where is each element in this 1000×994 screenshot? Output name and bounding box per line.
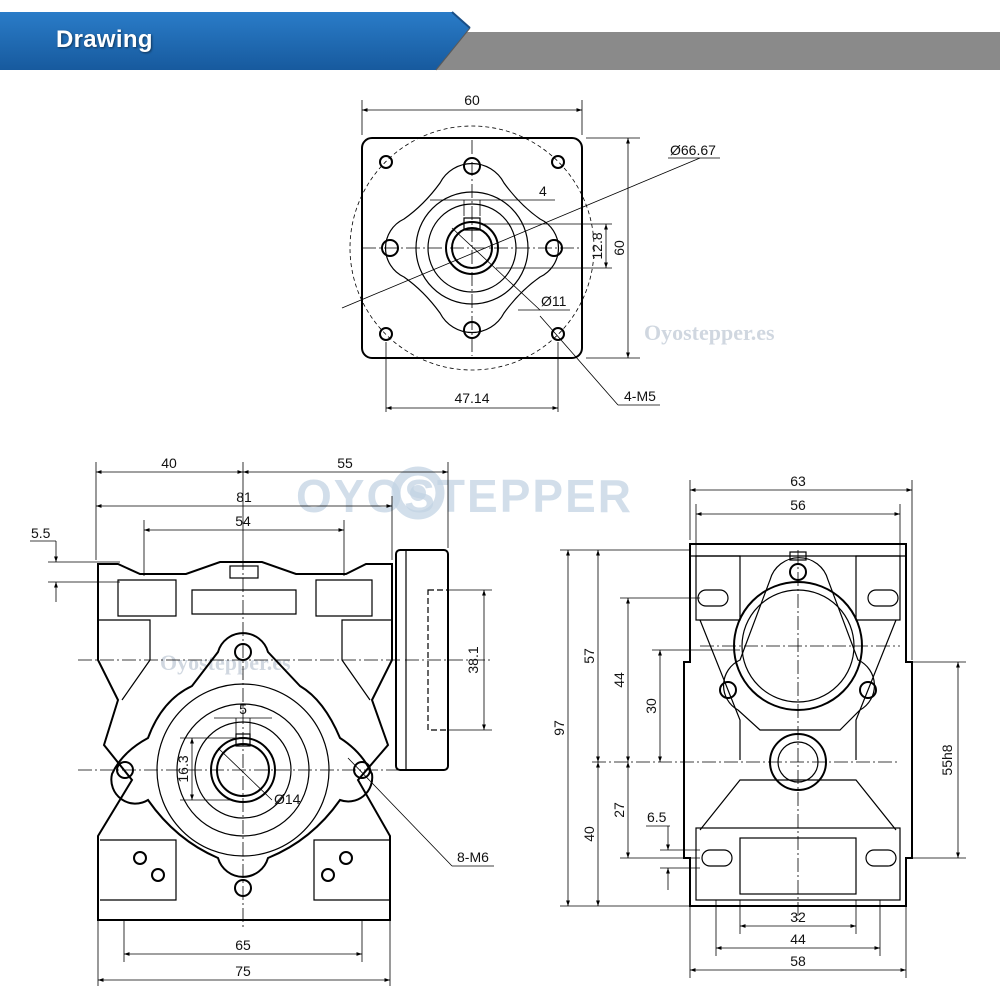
dimension-label: 16.3 [175, 755, 191, 782]
page-title: Drawing [56, 26, 153, 53]
dimension-label: 60 [464, 92, 480, 108]
dimension-label: 38.1 [465, 646, 481, 673]
dimension-label: 97 [551, 720, 567, 736]
dimension-label: 44 [611, 672, 627, 688]
dimension-label: 54 [235, 513, 251, 529]
dimension-label: 58 [790, 953, 806, 969]
dimension-label: 55 [337, 455, 353, 471]
dimension-label: Ø11 [541, 293, 567, 309]
dimension-label: 5.5 [31, 525, 51, 541]
dimension-label: 5 [239, 701, 247, 717]
dimension-label: 75 [235, 963, 251, 979]
dimension-label: 55h8 [939, 744, 955, 775]
dimension-label: 57 [581, 648, 597, 664]
dimension-label: 32 [790, 909, 806, 925]
watermark-text: Oyostepper.es [644, 320, 775, 345]
header-banner: Drawing [0, 0, 1000, 75]
dimension-label: 40 [161, 455, 177, 471]
dimension-label: 60 [611, 240, 627, 256]
dimension-label: 44 [790, 931, 806, 947]
dimension-label: 8-M6 [457, 849, 489, 865]
dimension-label: 4-M5 [624, 388, 656, 404]
dimension-label: 12.8 [589, 232, 605, 259]
front-view: 40 55 81 54 5.5 38.1 5 16.3 Ø14 8-M6 [30, 455, 494, 986]
dimension-label: 63 [790, 473, 806, 489]
watermark-text: Oyostepper.es [160, 650, 291, 675]
dimension-label: 40 [581, 826, 597, 842]
dimension-label: 65 [235, 937, 251, 953]
side-view: 63 56 97 57 40 44 27 30 6.5 55h8 [551, 473, 966, 978]
dimension-label: 27 [611, 802, 627, 818]
dimension-label: Ø66.67 [670, 142, 716, 158]
dimension-label: 30 [643, 698, 659, 714]
dimension-label: 47.14 [454, 390, 489, 406]
header-band [0, 11, 1000, 71]
dimension-label: 81 [236, 489, 252, 505]
watermark-text: OYOSTEPPER [296, 470, 633, 522]
top-view: 60 60 Ø66.67 4 12.8 Ø11 4-M5 47.14 [341, 92, 720, 412]
dimension-label: 4 [539, 183, 547, 199]
dimension-label: 56 [790, 497, 806, 513]
dimension-label: Ø14 [274, 791, 301, 807]
dimension-label: 6.5 [647, 809, 667, 825]
